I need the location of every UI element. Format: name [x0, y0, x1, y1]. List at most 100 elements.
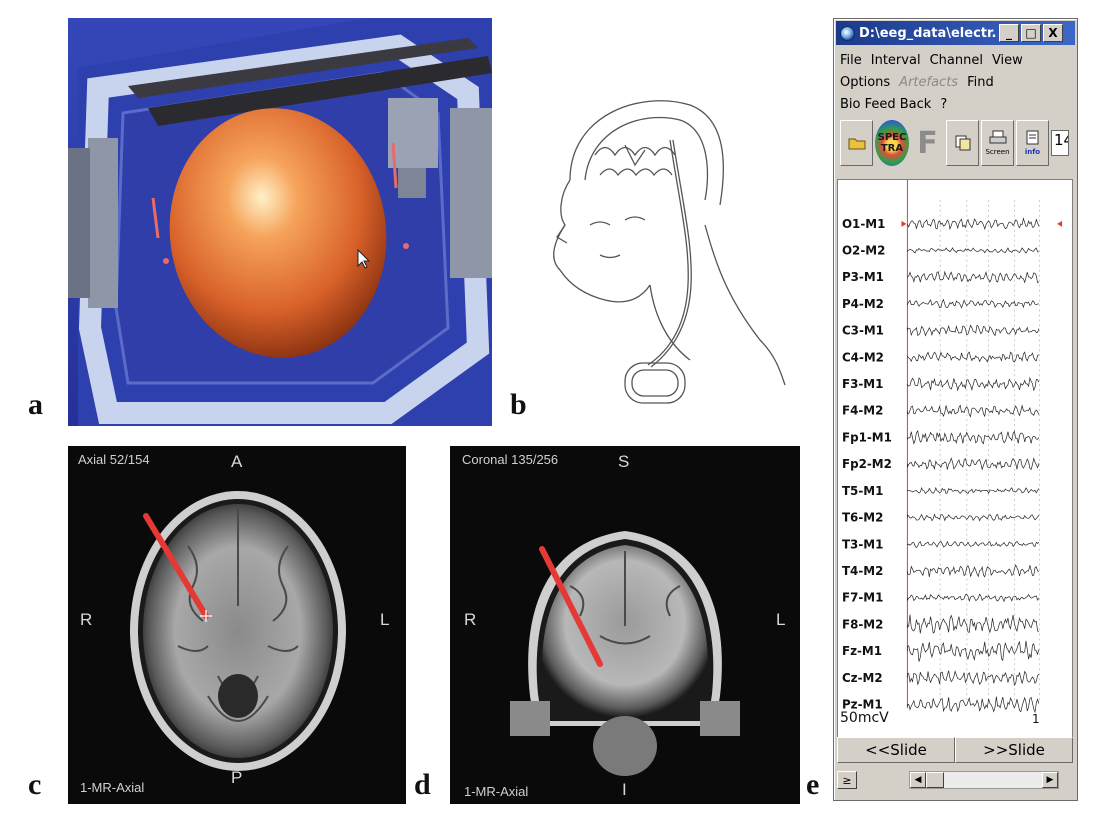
orientation-inferior: I	[622, 780, 627, 799]
eeg-trace	[907, 540, 1040, 549]
close-button[interactable]: X	[1043, 24, 1063, 42]
channel-label[interactable]: F8-M2	[842, 617, 883, 631]
channel-label[interactable]: O1-M1	[842, 217, 885, 231]
channel-label[interactable]: Fz-M1	[842, 644, 882, 658]
series-label: 1-MR-Axial	[80, 780, 145, 795]
eeg-trace	[907, 376, 1040, 392]
eeg-trace	[907, 404, 1040, 418]
mri-slice-label: Coronal 135/256	[462, 452, 559, 467]
eeg-trace	[907, 593, 1040, 603]
info-document-icon	[1026, 130, 1038, 145]
stereotactic-head-render	[68, 18, 492, 426]
panel-label-d: d	[414, 768, 431, 801]
maximize-button[interactable]: □	[1021, 24, 1041, 42]
channel-label[interactable]: C4-M2	[842, 350, 884, 364]
eeg-trace	[907, 298, 1039, 309]
eeg-trace	[907, 351, 1040, 363]
channel-label[interactable]: Pz-M1	[842, 697, 883, 711]
eeg-trace	[907, 247, 1039, 254]
scroll-left-arrow-icon[interactable]: ◀	[910, 772, 926, 788]
selected-channel-marker-icon	[1057, 220, 1063, 227]
trajectory-line	[539, 546, 603, 667]
screen-caption: Screen	[985, 148, 1010, 156]
menu-channel[interactable]: Channel	[929, 52, 983, 68]
eeg-trace	[907, 640, 1040, 662]
minimize-button[interactable]: _	[999, 24, 1019, 42]
copy-button[interactable]	[946, 120, 979, 166]
spectra-label-line1: SPEC	[877, 132, 907, 143]
eeg-trace	[907, 324, 1040, 337]
info-button[interactable]: info	[1016, 120, 1049, 166]
series-label: 1-MR-Axial	[464, 784, 529, 799]
previous-slide-button[interactable]: <<Slide	[837, 737, 955, 763]
menu-file[interactable]: File	[840, 52, 862, 68]
axial-mri-view: Axial 52/154 A R L P 1-MR-Axial	[68, 446, 406, 804]
eeg-trace	[907, 430, 1040, 445]
screen-print-button[interactable]: Screen	[981, 120, 1014, 166]
channel-label[interactable]: T4-M2	[842, 564, 883, 578]
amplitude-scale-label: 50mcV	[840, 710, 889, 726]
eeg-trace	[907, 513, 1040, 522]
scroll-mode-button[interactable]: ≥	[837, 771, 857, 789]
info-caption: info	[1024, 148, 1041, 156]
panel-label-a: a	[28, 388, 43, 421]
channel-label[interactable]: F7-M1	[842, 591, 883, 605]
title-bar[interactable]: D:\eeg_data\electr... _ □ X	[836, 21, 1075, 45]
eeg-trace	[907, 217, 1040, 231]
open-file-button[interactable]	[840, 120, 873, 166]
mri-slice-label: Axial 52/154	[78, 452, 150, 467]
open-folder-icon	[848, 138, 865, 150]
page-index-label: 1	[1032, 712, 1040, 726]
menu-help[interactable]: ?	[940, 96, 948, 112]
channel-label[interactable]: F4-M2	[842, 404, 883, 418]
scroll-right-arrow-icon[interactable]: ▶	[1042, 772, 1058, 788]
channel-label[interactable]: O2-M2	[842, 244, 885, 258]
menu-view[interactable]: View	[991, 52, 1023, 68]
horizontal-scrollbar[interactable]: ◀ ▶	[909, 771, 1059, 789]
next-slide-button[interactable]: >>Slide	[955, 737, 1073, 763]
eeg-trace	[907, 696, 1040, 714]
orientation-left: L	[776, 610, 786, 629]
channel-label[interactable]: T3-M1	[842, 537, 883, 551]
eeg-viewer-window: D:\eeg_data\electr... _ □ X File Interva…	[833, 18, 1078, 801]
app-icon[interactable]	[840, 25, 855, 41]
printer-icon	[989, 130, 1006, 144]
eeg-trace	[907, 670, 1040, 687]
coronal-mri-view: Coronal 135/256 S R L I 1-MR-Axial	[450, 446, 800, 804]
orientation-left: L	[380, 610, 390, 629]
window-title: D:\eeg_data\electr...	[859, 25, 997, 41]
channel-label[interactable]: T5-M1	[842, 484, 883, 498]
eeg-trace	[907, 456, 1040, 471]
menu-find[interactable]: Find	[967, 74, 994, 90]
scroll-thumb[interactable]	[926, 772, 944, 788]
spectra-label-line2: TRA	[880, 143, 904, 154]
channel-label[interactable]: Fp1-M1	[842, 430, 892, 444]
menu-interval[interactable]: Interval	[870, 52, 921, 68]
spectra-button[interactable]: SPEC TRA	[875, 120, 909, 166]
channel-label[interactable]: Fp2-M2	[842, 457, 892, 471]
panel-label-c: c	[28, 768, 42, 801]
page-number-field[interactable]: 14	[1051, 130, 1069, 156]
channel-label[interactable]: C3-M1	[842, 324, 884, 338]
orientation-superior: S	[618, 452, 630, 471]
menu-artefacts: Artefacts	[899, 74, 959, 90]
panel-label-e: e	[806, 768, 820, 801]
filter-button[interactable]: F	[917, 125, 938, 161]
channel-label[interactable]: P4-M2	[842, 297, 884, 311]
menu-bio-feed-back[interactable]: Bio Feed Back	[840, 96, 932, 112]
orientation-posterior: P	[231, 768, 243, 787]
orientation-anterior: A	[231, 452, 243, 471]
selected-channel-marker-icon	[901, 220, 907, 227]
orientation-right: R	[464, 610, 477, 629]
trajectory-line	[143, 513, 209, 619]
channel-label[interactable]: F3-M1	[842, 377, 883, 391]
eeg-trace	[907, 270, 1040, 284]
menu-options[interactable]: Options	[840, 74, 891, 90]
menu-bar: File Interval Channel View Options Artef…	[840, 49, 1073, 115]
copy-icon	[955, 135, 970, 151]
channel-label[interactable]: P3-M1	[842, 270, 884, 284]
channel-label[interactable]: Cz-M2	[842, 671, 883, 685]
panel-label-b: b	[510, 388, 527, 421]
channel-label[interactable]: T6-M2	[842, 511, 883, 525]
